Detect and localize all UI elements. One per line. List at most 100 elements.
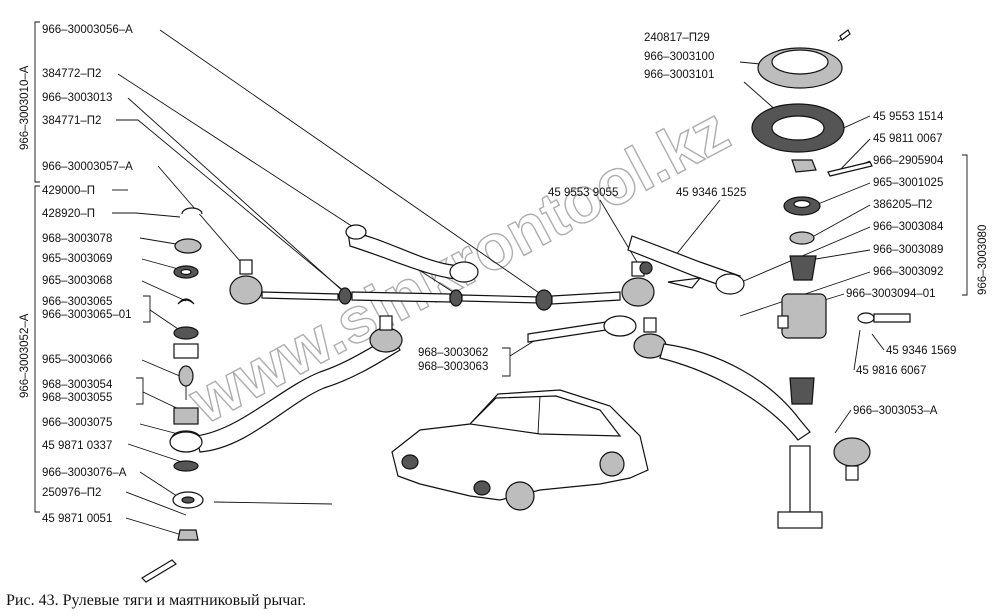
clamp-left	[338, 287, 352, 305]
labels-center: 45 9553 9055 45 9346 1525 968–3003062 96…	[418, 187, 746, 373]
label-966-3003075: 966–3003075	[42, 417, 112, 429]
label-384772-p2: 384772–П2	[42, 68, 101, 80]
car-windows	[468, 395, 622, 437]
label-45-9553-9055: 45 9553 9055	[548, 187, 618, 199]
tie-rod-stud-left	[239, 259, 253, 275]
spring-part	[177, 298, 195, 305]
left-small-parts	[141, 207, 333, 583]
label-45-9553-1514: 45 9553 1514	[873, 111, 944, 123]
drag-link-eye	[603, 315, 637, 337]
label-968-3003054: 968–3003054	[42, 379, 113, 391]
label-966-3003013: 966–3003013	[42, 92, 112, 104]
label-968-3003055: 968–3003055	[42, 392, 112, 404]
arm-ball-joint	[369, 327, 403, 353]
label-45-9871-0051: 45 9871 0051	[42, 513, 112, 525]
drag-link-thread	[527, 321, 607, 343]
arm-eye	[169, 431, 203, 453]
castle-nut-part	[177, 529, 199, 541]
sleeve-part	[173, 343, 199, 359]
right-tie-rod	[535, 261, 655, 311]
pendulum-arm	[627, 235, 745, 295]
bearing-part	[173, 407, 199, 425]
label-966-3003101: 966–3003101	[644, 69, 714, 81]
labels-left: 966–30003056–А 384772–П2 966–3003013 384…	[42, 24, 133, 525]
cotter-pin-part	[141, 559, 177, 583]
bracket-3003062	[502, 347, 511, 377]
label-429000-p: 429000–П	[42, 185, 95, 197]
label-45-9346-1569: 45 9346 1569	[886, 345, 956, 357]
label-965-3003069: 965–3003069	[42, 253, 112, 265]
car-headlight-left	[401, 454, 419, 470]
washer-0337-part	[173, 460, 199, 472]
label-45-9871-0337: 45 9871 0337	[42, 440, 112, 452]
ring-part	[789, 231, 815, 245]
long-arm	[659, 343, 811, 441]
tie-rod-end-right	[621, 277, 655, 307]
label-968-3003062: 968–3003062	[418, 347, 488, 359]
thread-center	[551, 291, 621, 305]
clamp-right	[449, 289, 463, 307]
label-966-3003089: 966–3003089	[873, 244, 943, 256]
pivot-shaft-part	[789, 445, 811, 513]
clamp-center	[535, 289, 553, 311]
label-966-3003092: 966–3003092	[873, 266, 943, 278]
label-966-3003076-a: 966–3003076–А	[42, 467, 127, 479]
bracket-right	[962, 154, 968, 296]
tie-rod-end-left	[229, 275, 263, 305]
car-wheel-front	[505, 481, 535, 511]
label-966-3003053-a: 966–3003053–А	[853, 405, 938, 417]
screw-part	[839, 29, 851, 41]
sleeve-rod	[351, 291, 451, 303]
thread-left	[261, 291, 339, 301]
label-968-3003078: 968–3003078	[42, 233, 112, 245]
bracket-left-bottom	[34, 185, 40, 513]
drag-link	[527, 315, 811, 441]
bolt-1569-part	[873, 313, 911, 323]
cap-part	[174, 238, 202, 254]
car-wheel-rear	[599, 451, 625, 477]
lower-bushing-part	[789, 377, 815, 405]
label-45-9816-6067: 45 9816 6067	[856, 365, 926, 377]
label-45-9346-1525: 45 9346 1525	[676, 187, 746, 199]
shaft-head-part	[777, 511, 823, 529]
left-tie-rod	[229, 259, 541, 307]
label-966-3003094-01: 966–3003094–01	[846, 288, 936, 300]
figure-caption: Рис. 43. Рулевые тяги и маятниковый рыча…	[6, 592, 307, 609]
label-240817-p29: 240817–П29	[644, 32, 710, 44]
arm-body	[195, 335, 401, 453]
car-headlight-right	[473, 480, 491, 496]
nut-1514-part	[791, 159, 817, 173]
label-966-30003057-a: 966–30003057–А	[42, 161, 133, 173]
label-968-3003063: 968–3003063	[418, 361, 488, 373]
ball-end-part	[833, 437, 871, 467]
labels-right: 240817–П29 966–3003100 966–3003101 45 95…	[644, 32, 956, 417]
thread-right	[461, 294, 541, 304]
bracket-3003054	[136, 377, 144, 405]
group-label-right: 966–3003080	[977, 225, 989, 295]
car-illustration	[391, 389, 649, 511]
bracket-3003065	[143, 295, 151, 323]
label-250976-p2: 250976–П2	[42, 487, 101, 499]
label-384771-p2: 384771–П2	[42, 115, 101, 127]
circlip-part	[181, 207, 203, 215]
relay-link	[345, 224, 479, 283]
label-966-3003065: 966–3003065	[42, 296, 112, 308]
bushing-part	[173, 326, 199, 340]
right-column-parts	[751, 29, 911, 529]
label-966-2905904: 966–2905904	[873, 155, 944, 167]
left-swing-arm	[169, 315, 403, 453]
label-966-30003056-a: 966–30003056–А	[42, 24, 133, 36]
group-label-left-bottom: 966–3003052–А	[19, 313, 31, 398]
pin-0067-part	[827, 161, 873, 177]
ball-stud-part	[178, 365, 194, 387]
arm-stud	[379, 315, 393, 331]
label-966-3003100: 966–3003100	[644, 51, 714, 63]
label-965-3003068: 965–3003068	[42, 275, 112, 287]
label-966-3003065-01: 966–3003065–01	[42, 309, 132, 321]
label-965-3003066: 965–3003066	[42, 354, 112, 366]
bracket-left-top	[34, 21, 40, 183]
group-label-left-top: 966–3003010–А	[19, 65, 31, 150]
label-386205-p2: 386205–П2	[873, 199, 932, 211]
